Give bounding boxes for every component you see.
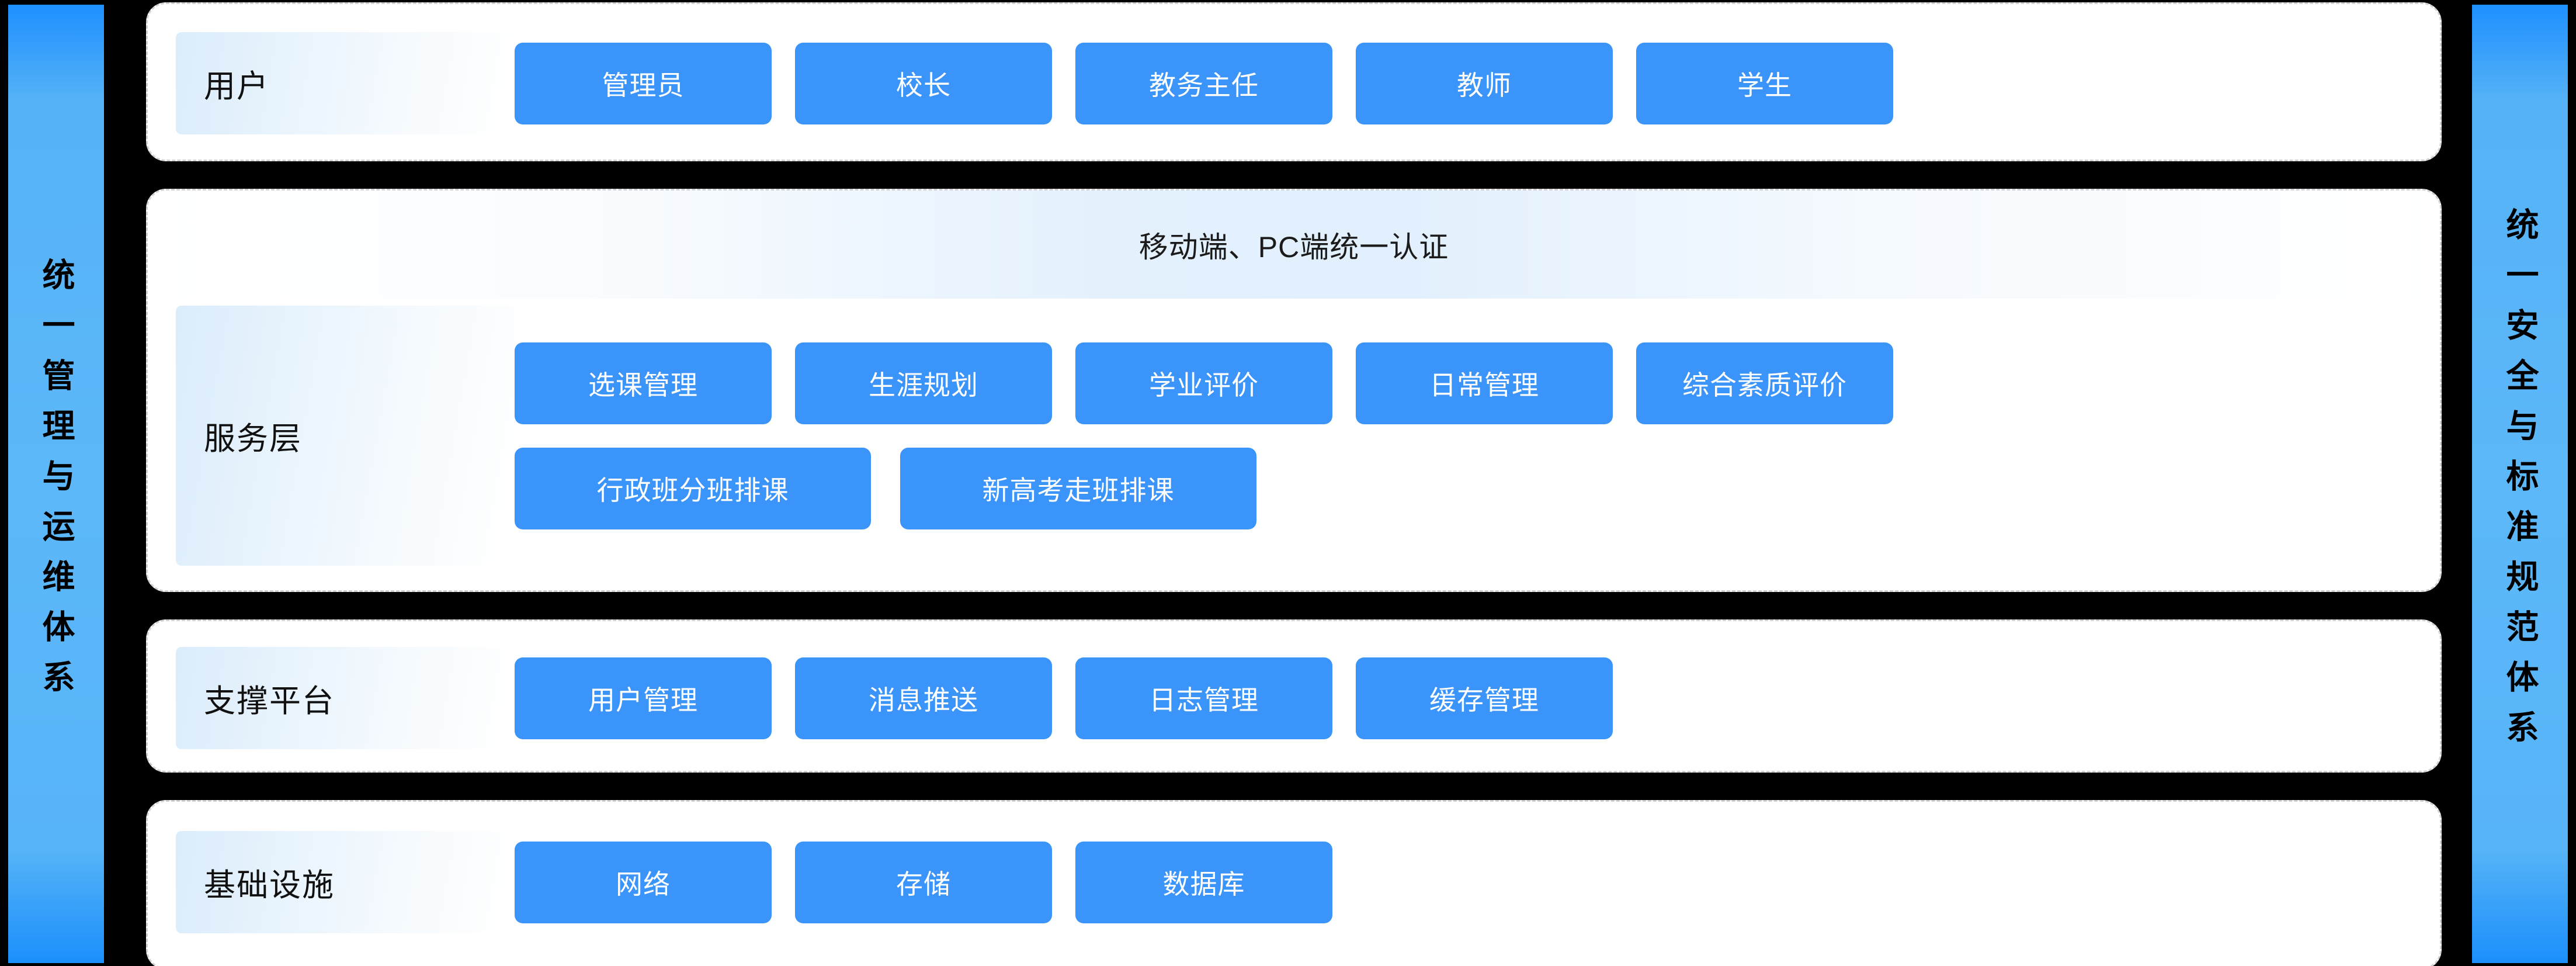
tile-principal[interactable]: 校长 [795, 42, 1052, 124]
layer-row-infrastructure: 基础设施 网络 存储 数据库 [176, 831, 2412, 933]
tiles-support: 用户管理 消息推送 日志管理 缓存管理 [515, 647, 2412, 749]
tile-user-management[interactable]: 用户管理 [515, 657, 772, 739]
tile-daily-management[interactable]: 日常管理 [1356, 342, 1613, 424]
layer-card-support: 支撑平台 用户管理 消息推送 日志管理 缓存管理 [146, 619, 2442, 773]
right-vertical-band-label: 统一安全与标准规范体系 [2502, 207, 2539, 760]
tiles-service: 选课管理 生涯规划 学业评价 日常管理 综合素质评价 行政班分班排课 新高考走班… [515, 306, 2412, 566]
left-vertical-band: 统一管理与运维体系 [8, 5, 104, 963]
tile-teacher[interactable]: 教师 [1356, 42, 1613, 124]
tile-database[interactable]: 数据库 [1075, 841, 1332, 923]
tile-log-management[interactable]: 日志管理 [1075, 657, 1332, 739]
layer-label-user: 用户 [176, 32, 515, 134]
tile-career-planning[interactable]: 生涯规划 [795, 342, 1052, 424]
tile-gaokao-elective-scheduling[interactable]: 新高考走班排课 [900, 447, 1256, 529]
layer-label-service: 服务层 [176, 306, 515, 566]
tile-comprehensive-quality-evaluation[interactable]: 综合素质评价 [1636, 342, 1893, 424]
tile-cache-management[interactable]: 缓存管理 [1356, 657, 1613, 739]
tile-network[interactable]: 网络 [515, 841, 772, 923]
tile-student[interactable]: 学生 [1636, 42, 1893, 124]
tile-storage[interactable]: 存储 [795, 841, 1052, 923]
right-vertical-band: 统一安全与标准规范体系 [2472, 5, 2568, 963]
layer-card-infrastructure: 基础设施 网络 存储 数据库 [146, 800, 2442, 966]
tile-row-service-2: 行政班分班排课 新高考走班排课 [515, 447, 2412, 529]
tile-academic-director[interactable]: 教务主任 [1075, 42, 1332, 124]
tile-row-support-1: 用户管理 消息推送 日志管理 缓存管理 [515, 657, 2412, 739]
layer-label-user-text: 用户 [204, 69, 269, 104]
left-vertical-band-label: 统一管理与运维体系 [38, 258, 75, 710]
tile-message-push[interactable]: 消息推送 [795, 657, 1052, 739]
layer-label-support: 支撑平台 [176, 647, 515, 749]
layer-label-infrastructure: 基础设施 [176, 831, 515, 933]
layer-row-service: 服务层 选课管理 生涯规划 学业评价 日常管理 综合素质评价 行政班分班排课 新… [176, 306, 2412, 566]
layer-card-service: 移动端、PC端统一认证 服务层 选课管理 生涯规划 学业评价 日常管理 综合素质… [146, 189, 2442, 592]
layer-label-infrastructure-text: 基础设施 [204, 868, 335, 903]
layer-row-support: 支撑平台 用户管理 消息推送 日志管理 缓存管理 [176, 647, 2412, 749]
unified-auth-banner: 移动端、PC端统一认证 [148, 191, 2440, 299]
layer-stack: 用户 管理员 校长 教务主任 教师 学生 移动端、PC端统一认证 [146, 2, 2442, 966]
unified-auth-banner-text: 移动端、PC端统一认证 [1138, 230, 1449, 264]
tiles-user: 管理员 校长 教务主任 教师 学生 [515, 32, 2412, 134]
tile-row-service-1: 选课管理 生涯规划 学业评价 日常管理 综合素质评价 [515, 342, 2412, 424]
tile-row-user-1: 管理员 校长 教务主任 教师 学生 [515, 42, 2412, 124]
layer-card-user: 用户 管理员 校长 教务主任 教师 学生 [146, 2, 2442, 161]
layer-row-user: 用户 管理员 校长 教务主任 教师 学生 [176, 32, 2412, 134]
tile-admin-class-scheduling[interactable]: 行政班分班排课 [515, 447, 871, 529]
tiles-infrastructure: 网络 存储 数据库 [515, 831, 2412, 933]
layer-label-service-text: 服务层 [204, 421, 302, 456]
tile-academic-evaluation[interactable]: 学业评价 [1075, 342, 1332, 424]
tile-row-infrastructure-1: 网络 存储 数据库 [515, 841, 2412, 923]
layer-label-support-text: 支撑平台 [204, 684, 335, 719]
tile-admin[interactable]: 管理员 [515, 42, 772, 124]
tile-course-selection-management[interactable]: 选课管理 [515, 342, 772, 424]
